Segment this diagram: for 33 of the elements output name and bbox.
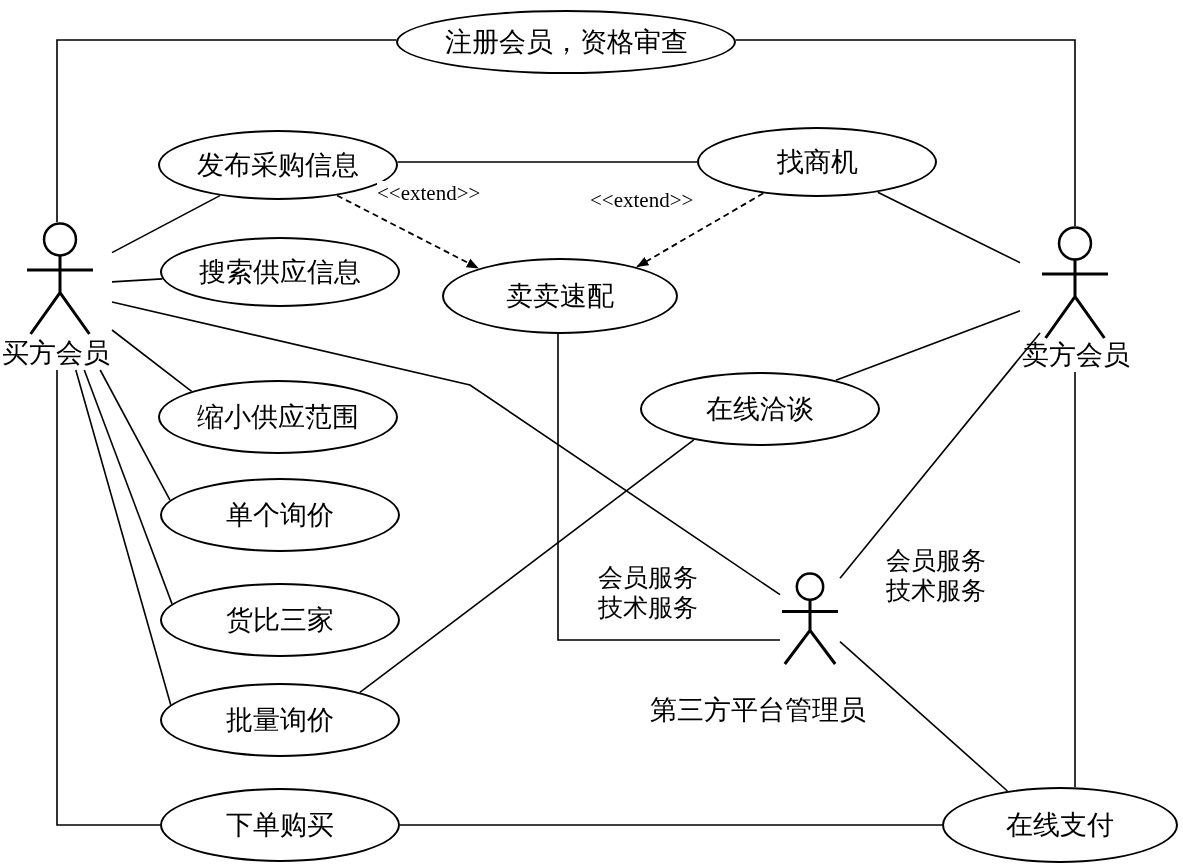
use-case-ellipse: 找商机 [697,127,937,197]
arrow [336,194,480,270]
association-line [359,439,695,694]
use-case-ellipse: 货比三家 [160,583,400,657]
association-line [56,369,161,826]
use-case-ellipse: 在线支付 [942,787,1178,863]
association-line [396,161,698,163]
association-line [839,332,1041,579]
use-case-ellipse: 单个询价 [160,478,400,552]
association-line [734,39,1076,227]
association-line [56,39,398,223]
association-line [111,194,221,254]
association-line [1074,371,1076,789]
association-line [399,824,943,826]
association-line [111,301,781,596]
association-line [83,369,173,605]
association-line [877,191,1021,264]
use-case-ellipse: 在线洽谈 [640,372,880,446]
use-case-ellipse: 卖卖速配 [442,258,678,334]
use-case-ellipse: 搜索供应信息 [160,237,400,307]
association-line [111,329,193,393]
association-line [99,369,171,501]
use-case-ellipse: 下单购买 [160,788,400,862]
actor-name: 第三方平台管理员 [650,695,866,725]
use-case-ellipse: 注册会员，资格审查 [396,10,736,74]
use-case-ellipse: 批量询价 [160,683,400,757]
association-line [839,640,1009,792]
actor-name: 买方会员 [2,338,110,368]
association-line [557,333,781,641]
actor-name: 卖方会员 [1022,340,1130,370]
use-case-ellipse: 缩小供应范围 [158,380,398,454]
association-line [835,310,1021,382]
association-line [75,369,172,706]
